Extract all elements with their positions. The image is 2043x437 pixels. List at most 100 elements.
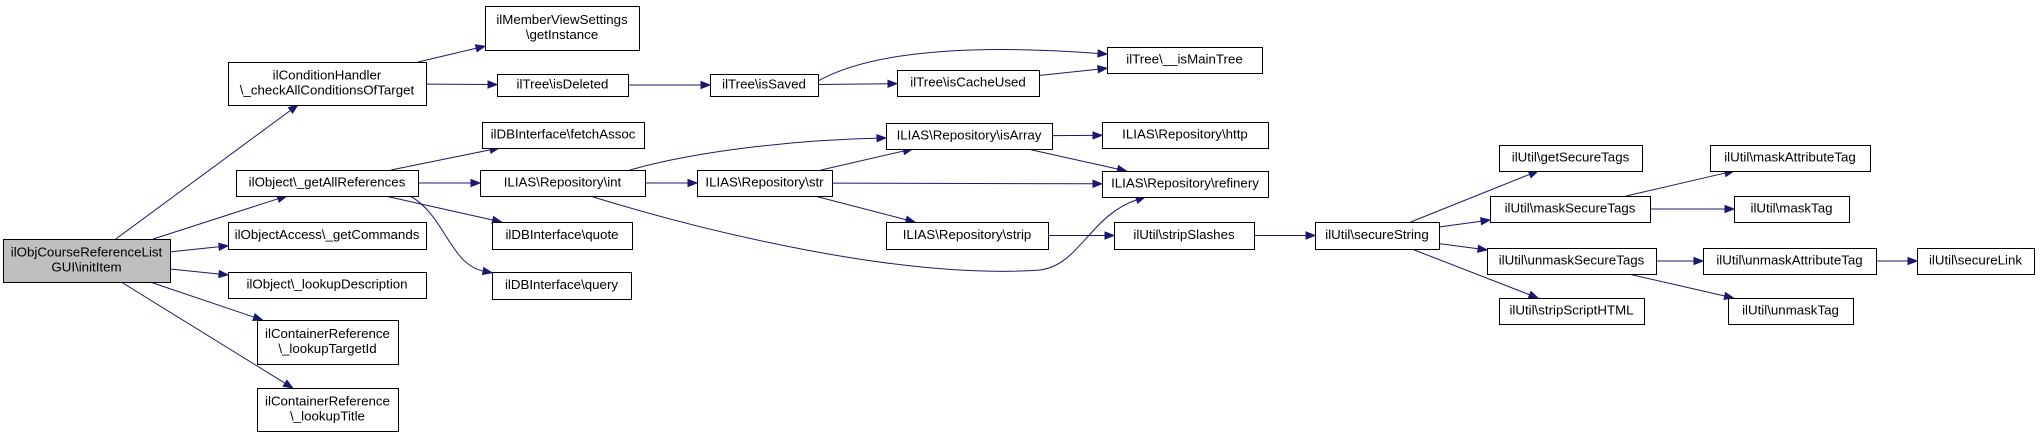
node-box <box>492 222 633 250</box>
node-label: ilUtil\unmaskTag <box>1742 303 1839 318</box>
node-lookupTargetId[interactable]: ilContainerReference\_lookupTargetId <box>257 320 399 365</box>
node-dbQuote[interactable]: ilDBInterface\quote <box>492 222 633 250</box>
node-label: \_lookupTitle <box>290 409 365 424</box>
edge-treeIsCacheUsed-to-treeIsMainTree <box>1038 65 1109 76</box>
edge-maskSecureTags-to-maskTag <box>1650 204 1736 214</box>
node-repoRefinery[interactable]: ILIAS\Repository\refinery <box>1102 171 1269 198</box>
edge-line <box>814 195 908 221</box>
node-box <box>482 122 645 149</box>
node-label: ilObjCourseReferenceList <box>11 245 163 260</box>
node-label: ilContainerReference <box>265 394 390 409</box>
node-getSecureTags[interactable]: ilUtil\getSecureTags <box>1499 145 1643 172</box>
node-objAccessCommands[interactable]: ilObjectAccess\_getCommands <box>228 222 427 250</box>
edge-line <box>153 197 280 240</box>
node-treeIsCacheUsed[interactable]: ilTree\isCacheUsed <box>897 70 1040 97</box>
node-condHandler[interactable]: ilConditionHandler\_checkAllConditionsOf… <box>228 62 427 106</box>
node-getAllRefs[interactable]: ilObject\_getAllReferences <box>236 170 419 197</box>
node-box <box>1703 248 1877 275</box>
arrowhead-icon <box>887 79 899 89</box>
node-label: ilTree\__isMainTree <box>1126 52 1243 67</box>
node-label: ilTree\isSaved <box>722 77 806 92</box>
node-label: ilConditionHandler <box>273 68 382 83</box>
arrowhead-icon <box>287 104 299 115</box>
node-label: ilObject\_lookupDescription <box>246 277 407 292</box>
arrowhead-icon <box>487 80 499 89</box>
node-box <box>257 388 399 432</box>
edge-repoInt-to-repoStr <box>645 178 699 188</box>
node-fetchAssoc[interactable]: ilDBInterface\fetchAssoc <box>482 122 645 149</box>
node-label: ilObjectAccess\_getCommands <box>235 227 420 242</box>
edge-condHandler-to-memberView <box>417 44 487 63</box>
node-unmaskTag[interactable]: ilUtil\unmaskTag <box>1728 298 1854 325</box>
node-maskTag[interactable]: ilUtil\maskTag <box>1734 196 1850 223</box>
node-box <box>1315 222 1440 250</box>
arrowhead-icon <box>1092 179 1104 189</box>
edge-line <box>820 150 905 171</box>
node-label: ilUtil\secureString <box>1325 227 1428 242</box>
node-box <box>236 170 419 197</box>
node-unmaskSecureTags[interactable]: ilUtil\unmaskSecureTags <box>1487 248 1657 275</box>
edge-line <box>629 137 879 171</box>
node-secureLink[interactable]: ilUtil\secureLink <box>1917 248 2035 275</box>
edge-root-to-lookupTitle <box>121 281 294 389</box>
edge-repoInt-to-repoRefinery <box>589 195 1147 272</box>
node-lookupDescription[interactable]: ilObject\_lookupDescription <box>228 272 427 299</box>
node-treeIsSaved[interactable]: ilTree\isSaved <box>710 74 819 97</box>
node-repoHttp[interactable]: ILIAS\Repository\http <box>1102 122 1269 149</box>
edge-treeIsDeleted-to-treeIsSaved <box>628 80 712 90</box>
node-maskSecureTags[interactable]: ilUtil\maskSecureTags <box>1490 196 1651 223</box>
node-box <box>1107 47 1263 74</box>
node-label: ilUtil\maskSecureTags <box>1505 201 1636 216</box>
edge-root-to-lookupDescription <box>169 268 230 279</box>
node-memberView[interactable]: ilMemberViewSettings\getInstance <box>485 6 640 51</box>
arrowhead-icon <box>1527 290 1540 299</box>
node-lookupTitle[interactable]: ilContainerReference\_lookupTitle <box>257 388 399 432</box>
node-label: ilUtil\unmaskAttributeTag <box>1716 253 1862 268</box>
node-stripSlashes[interactable]: ilUtil\stripSlashes <box>1114 222 1255 250</box>
edge-getAllRefs-to-repoInt <box>418 178 482 188</box>
arrowhead-icon <box>1092 131 1104 140</box>
node-box <box>1499 298 1645 325</box>
node-dbQuery[interactable]: ilDBInterface\query <box>492 272 632 300</box>
arrowhead-icon <box>700 80 712 90</box>
node-unmaskAttributeTag[interactable]: ilUtil\unmaskAttributeTag <box>1703 248 1877 275</box>
node-box <box>697 170 833 197</box>
arrowhead-icon <box>1477 244 1489 253</box>
edge-line <box>589 195 1138 272</box>
node-label: ilUtil\secureLink <box>1929 253 2022 268</box>
node-label: ilDBInterface\query <box>505 277 618 292</box>
node-treeIsDeleted[interactable]: ilTree\isDeleted <box>497 74 629 97</box>
node-label: ILIAS\Repository\http <box>1122 127 1248 142</box>
node-box <box>1917 248 2035 275</box>
node-label: \_lookupTargetId <box>278 341 376 356</box>
node-label: ilDBInterface\fetchAssoc <box>491 127 636 142</box>
node-box <box>3 239 171 283</box>
node-repoIsArray[interactable]: ILIAS\Repository\isArray <box>886 123 1053 150</box>
node-repoStrip[interactable]: ILIAS\Repository\strip <box>886 222 1049 250</box>
node-box <box>1710 145 1871 172</box>
edge-line <box>115 109 292 240</box>
edge-line <box>121 281 287 385</box>
node-secureString[interactable]: ilUtil\secureString <box>1315 222 1440 250</box>
edge-maskSecureTags-to-maskAttributeTag <box>1625 169 1736 197</box>
edge-line <box>1038 68 1100 76</box>
node-repoStr[interactable]: ILIAS\Repository\str <box>697 170 833 197</box>
arrowhead-icon <box>470 178 482 188</box>
node-label: ilDBInterface\quote <box>505 227 618 242</box>
edge-line <box>409 195 485 272</box>
node-stripScriptHTML[interactable]: ilUtil\stripScriptHTML <box>1499 298 1645 325</box>
arrowhead-icon <box>1305 231 1317 240</box>
node-label: ilUtil\stripScriptHTML <box>1509 303 1633 318</box>
arrowhead-icon <box>252 312 264 321</box>
node-repoInt[interactable]: ILIAS\Repository\int <box>480 170 646 197</box>
node-maskAttributeTag[interactable]: ilUtil\maskAttributeTag <box>1710 145 1871 172</box>
edge-unmaskSecureTags-to-unmaskAttributeTag <box>1656 256 1705 266</box>
node-label: ilUtil\getSecureTags <box>1512 150 1630 165</box>
edge-repoInt-to-repoIsArray <box>629 133 888 171</box>
node-treeIsMainTree[interactable]: ilTree\__isMainTree <box>1107 47 1263 74</box>
edge-line <box>390 149 492 171</box>
arrowhead-icon <box>1097 49 1109 58</box>
arrowhead-icon <box>876 133 888 143</box>
